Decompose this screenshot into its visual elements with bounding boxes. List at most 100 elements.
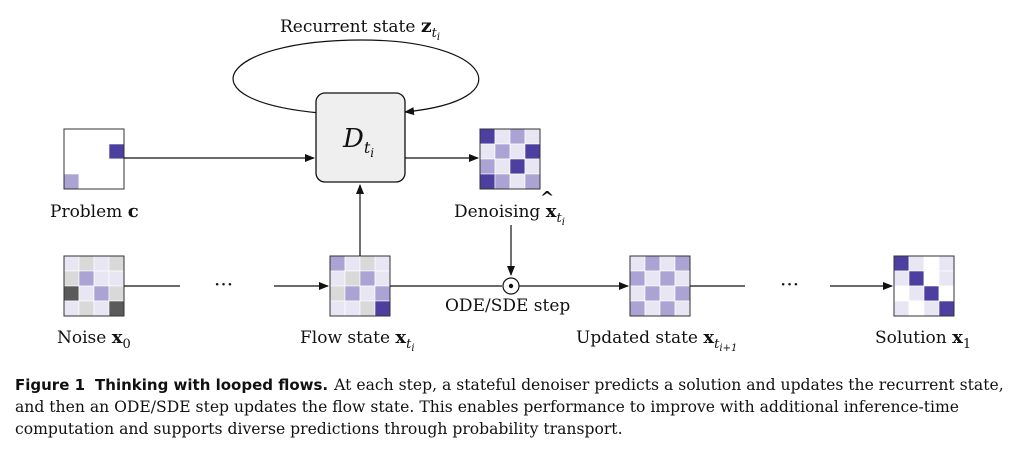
noise-grid-cell <box>93 270 110 287</box>
updated-grid-cell <box>629 255 646 272</box>
step-operator-dot <box>508 283 514 289</box>
denoising-grid-cell <box>524 158 541 175</box>
noise-grid-cell <box>108 270 125 287</box>
flow-grid-cell <box>374 300 391 317</box>
solution-grid-cell <box>938 255 955 272</box>
updated-grid-cell <box>659 270 676 287</box>
problem-grid-cell <box>78 173 95 190</box>
problem-grid-cell <box>63 128 80 145</box>
problem-grid-cell <box>93 128 110 145</box>
denoising-grid-cell <box>509 143 526 160</box>
updated-grid-cell <box>629 300 646 317</box>
problem-grid-cell <box>93 143 110 160</box>
flow-grid-cell <box>344 285 361 302</box>
denoising-grid-cell <box>524 143 541 160</box>
denoising-grid-cell <box>524 128 541 145</box>
problem-grid-cell <box>63 143 80 160</box>
problem-grid-cell <box>78 158 95 175</box>
problem-grid-cell <box>108 158 125 175</box>
denoising-label: Denoising xti <box>454 201 565 228</box>
denoising-grid <box>479 128 541 190</box>
flow-grid-cell <box>359 285 376 302</box>
solution-grid-cell <box>923 285 940 302</box>
noise-grid-cell <box>78 270 95 287</box>
solution-grid-cell <box>938 300 955 317</box>
flow-grid-cell <box>329 255 346 272</box>
problem-grid-cell <box>63 173 80 190</box>
solution-grid-cell <box>938 270 955 287</box>
updated-grid-cell <box>674 255 691 272</box>
denoising-grid-cell <box>494 173 511 190</box>
flow-grid-cell <box>374 270 391 287</box>
ellipsis-left: ··· <box>214 272 233 296</box>
flow-grid-cell <box>329 270 346 287</box>
noise-grid-cell <box>78 300 95 317</box>
noise-grid-cell <box>78 255 95 272</box>
noise-grid-cell <box>63 255 80 272</box>
flow-grid-cell <box>374 285 391 302</box>
denoiser-label: Dti <box>342 124 374 160</box>
updated-grid-cell <box>629 285 646 302</box>
denoising-grid-cell <box>509 158 526 175</box>
diagram-canvas: Recurrent state zti Dti Problem c Denois… <box>50 15 971 354</box>
updated-grid-cell <box>644 270 661 287</box>
denoising-grid-cell <box>509 128 526 145</box>
flow-grid-cell <box>359 255 376 272</box>
problem-grid-cell <box>108 143 125 160</box>
updated-grid-cell <box>629 270 646 287</box>
flow-state-label: Flow state xti <box>300 327 415 354</box>
updated-grid-cell <box>644 255 661 272</box>
problem-grid-cell <box>93 173 110 190</box>
flow-state-grid <box>329 255 391 317</box>
denoiser-box <box>315 92 406 183</box>
updated-grid-cell <box>659 255 676 272</box>
noise-grid-cell <box>108 285 125 302</box>
solution-grid-cell <box>923 300 940 317</box>
ellipsis-right: ··· <box>780 272 799 296</box>
noise-grid-cell <box>63 300 80 317</box>
denoising-grid-cell <box>479 158 496 175</box>
updated-grid-cell <box>674 270 691 287</box>
noise-grid-cell <box>63 285 80 302</box>
noise-grid-cell <box>108 255 125 272</box>
updated-grid-cell <box>659 300 676 317</box>
recurrent-loop-arrow <box>232 39 480 116</box>
denoising-grid-cell <box>479 143 496 160</box>
problem-grid-cell <box>108 173 125 190</box>
solution-grid-cell <box>923 255 940 272</box>
noise-grid-cell <box>93 255 110 272</box>
solution-grid-cell <box>908 300 925 317</box>
problem-label: Problem c <box>50 201 139 222</box>
problem-grid-cell <box>108 128 125 145</box>
denoising-grid-cell <box>509 173 526 190</box>
updated-grid-cell <box>659 285 676 302</box>
updated-grid-cell <box>644 300 661 317</box>
problem-grid-cell <box>93 158 110 175</box>
solution-grid-cell <box>908 255 925 272</box>
solution-grid-cell <box>893 255 910 272</box>
updated-grid-cell <box>674 285 691 302</box>
flow-grid-cell <box>329 285 346 302</box>
solution-grid-cell <box>893 270 910 287</box>
updated-grid-cell <box>644 285 661 302</box>
problem-grid-border <box>63 128 125 190</box>
denoising-grid-cell <box>479 173 496 190</box>
solution-grid-cell <box>908 285 925 302</box>
caption-text: At each step, a stateful denoiser predic… <box>15 376 1004 438</box>
noise-grid-cell <box>93 285 110 302</box>
problem-grid-cell <box>63 158 80 175</box>
problem-grid-cell <box>78 128 95 145</box>
denoising-grid-border <box>479 128 541 190</box>
noise-grid-cell <box>93 300 110 317</box>
flow-grid-cell <box>329 300 346 317</box>
denoising-grid-cell <box>494 128 511 145</box>
flow-grid-cell <box>344 270 361 287</box>
solution-grid <box>893 255 955 317</box>
noise-grid-cell <box>108 300 125 317</box>
solution-grid-cell <box>908 270 925 287</box>
denoising-grid-cell <box>494 143 511 160</box>
problem-grid <box>63 128 125 190</box>
caption-title: Thinking with looped flows. <box>95 376 329 394</box>
